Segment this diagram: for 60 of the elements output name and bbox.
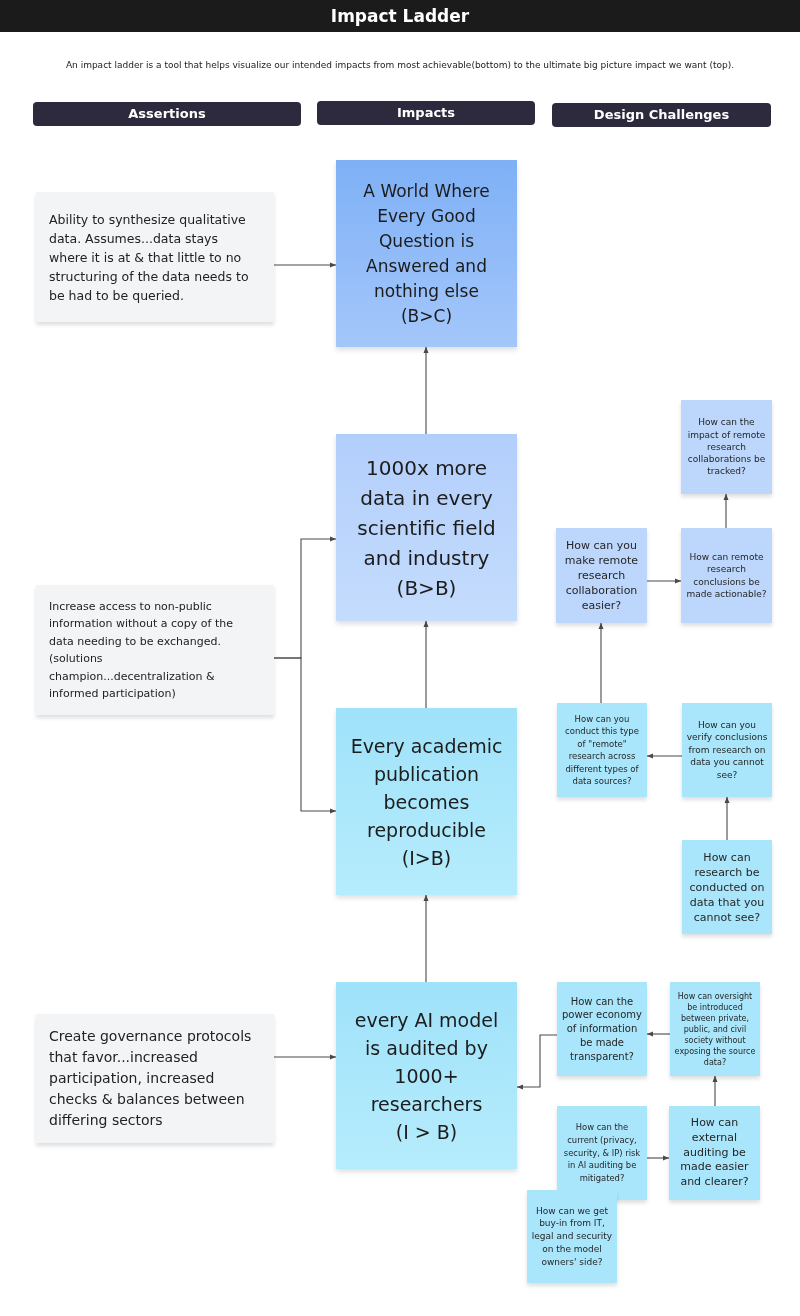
connector-arrow: [273, 262, 337, 268]
sticky-note: [557, 982, 647, 1076]
question-text: How can the power economy of information be made transparent?: [561, 994, 643, 1064]
assertion-card: [36, 1014, 274, 1143]
sticky-note: [669, 1106, 760, 1200]
connector-arrow: [273, 657, 337, 814]
connector-arrow: [598, 622, 604, 704]
sticky-note: [681, 400, 772, 494]
impact-text: Every academic publication becomes reproducible: [349, 733, 504, 843]
impact-box: [336, 434, 517, 621]
question-text: How can oversight be introduced between private, public, and civil society without exposing the source data?: [674, 990, 756, 1068]
connector-arrow: [646, 578, 682, 584]
column-header: Assertions: [33, 102, 301, 126]
title: Impact Ladder: [330, 6, 470, 26]
connector-arrow: [646, 753, 683, 759]
assertion-card: [36, 192, 274, 322]
impact-rating: (B>B): [396, 574, 457, 602]
question-text: How can you conduct this type of "remote" research across different types of data sources?: [564, 712, 640, 788]
connector-arrow: [646, 1031, 671, 1037]
question-text: How can the impact of remote research collaborations be tracked?: [686, 416, 767, 478]
question-text: How can you verify conclusions from research on data you cannot see?: [686, 718, 768, 782]
impact-rating: (B>C): [400, 304, 452, 328]
impact-rating: (I>B): [401, 845, 452, 871]
impact-text: every AI model is audited by 1000+ researchers: [353, 1007, 500, 1117]
sticky-note: [527, 1190, 617, 1283]
sticky-note: [682, 703, 772, 797]
question-text: How can you make remote research collaboration easier?: [563, 538, 640, 613]
impact-box: [336, 708, 517, 895]
connector-arrow: [712, 1075, 718, 1107]
connector-arrow: [273, 1054, 337, 1060]
connector-arrow: [723, 493, 729, 529]
question-text: How can remote research conclusions be made actionable?: [685, 550, 768, 601]
assertion-text: Create governance protocols that favor...increased participation, increased checks & balances between differing sectors: [49, 1027, 253, 1130]
sticky-note: [670, 982, 760, 1076]
connector-arrow: [646, 1155, 670, 1161]
impact-box: [336, 982, 517, 1169]
question-text: How can the current (privacy, security, & IP) risk in AI auditing be mitigated?: [562, 1121, 642, 1185]
connector-arrow: [423, 346, 429, 435]
question-text: How can research be conducted on data that you cannot see?: [688, 849, 766, 925]
impact-rating: (I > B): [395, 1119, 458, 1145]
question-text: How can we get buy-in from IT, legal and security on the model owners' side?: [531, 1204, 613, 1269]
assertion-card: [36, 585, 274, 715]
sticky-note: [556, 528, 647, 623]
sticky-note: [557, 1106, 647, 1200]
impact-box: [336, 160, 517, 347]
description: An impact ladder is a tool that helps visualize our intended impacts from most achievable(bottom) to the ultimate big picture impact we want (top).: [65, 59, 735, 72]
assertion-text: Increase access to non-public information without a copy of the data needing to be exchanged. (solutions champion...decentralization & informed participation): [49, 598, 234, 702]
connector-arrow: [516, 1034, 558, 1090]
column-header: Impacts: [317, 101, 535, 125]
sticky-note: [682, 840, 772, 934]
connector-arrow: [724, 796, 730, 841]
sticky-note: [557, 703, 647, 797]
question-text: How can external auditing be made easier and clearer?: [679, 1116, 750, 1190]
sticky-note: [681, 528, 772, 623]
impact-text: A World Where Every Good Question is Answered and nothing else: [362, 179, 491, 303]
connector-arrow: [423, 894, 429, 983]
assertion-text: Ability to synthesize qualitative data. Assumes...data stays where it is at & that little to no structuring of the data needs to be had to be queried.: [49, 210, 250, 305]
column-header: Design Challenges: [552, 103, 771, 127]
connector-arrow: [423, 620, 429, 709]
impact-text: 1000x more data in every scientific field and industry: [356, 454, 497, 572]
